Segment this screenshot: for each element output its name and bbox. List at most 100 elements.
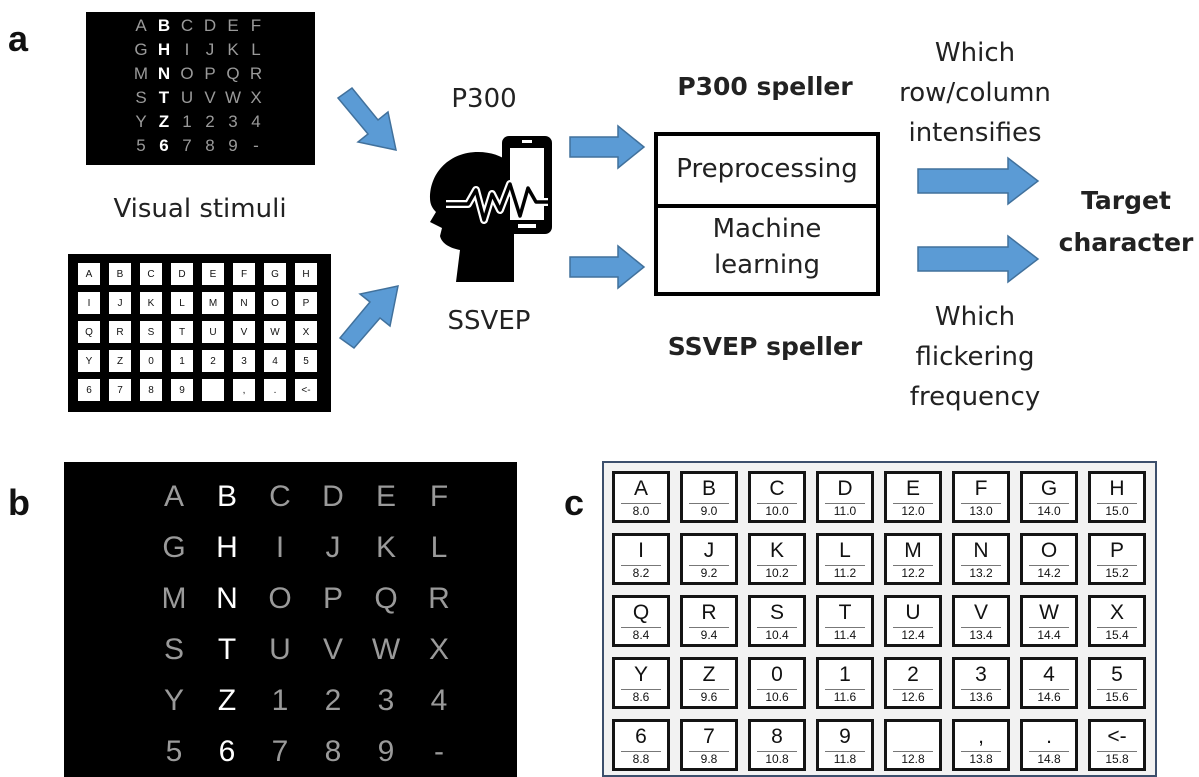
p300-large-letter: D xyxy=(322,480,344,513)
ssvep-key-frequency: 12.2 xyxy=(887,565,939,580)
ssvep-key-character: V xyxy=(973,601,988,624)
ssvep-small-key: A xyxy=(78,263,100,285)
p300-large-letter: K xyxy=(375,531,397,564)
ssvep-key-character: 3 xyxy=(975,663,987,686)
ssvep-key-frequency: 9.6 xyxy=(683,689,735,704)
p300-small-letter: X xyxy=(250,88,262,107)
ssvep-small-key: R xyxy=(109,321,131,343)
ssvep-key-character: E xyxy=(905,477,920,500)
p300-large-letter: B xyxy=(216,480,238,513)
ssvep-small-key: 2 xyxy=(202,350,224,372)
ssvep-key-character: M xyxy=(904,539,922,562)
which-freq-line2: flickering xyxy=(915,342,1035,372)
ssvep-key-character: K xyxy=(769,539,784,562)
p300-small-letter: E xyxy=(227,16,239,35)
p300-small-letter: O xyxy=(180,64,194,83)
p300-large-letter: F xyxy=(429,480,449,513)
p300-large-letter: 8 xyxy=(324,735,342,768)
ssvep-key-character: 8 xyxy=(771,725,783,748)
arrow-ml-to-target-p300 xyxy=(917,156,1040,206)
p300-small-letter: 8 xyxy=(205,136,215,155)
ssvep-key-frequency: 8.4 xyxy=(615,627,667,642)
ssvep-key-character: Q xyxy=(632,601,650,624)
p300-small-letter: Y xyxy=(135,112,147,131)
p300-small-letter: C xyxy=(180,16,194,35)
head-phone-ecg-icon xyxy=(430,136,552,282)
p300-large-letter: 2 xyxy=(324,684,342,717)
ssvep-key-character: 7 xyxy=(703,725,715,748)
ssvep-key: .14.8 xyxy=(1020,719,1078,771)
p300-small-letter: 7 xyxy=(182,136,192,155)
p300-large-letter: 1 xyxy=(271,684,289,717)
p300-large-letter: I xyxy=(275,531,285,564)
p300-small-letter: N xyxy=(157,64,171,83)
ssvep-small-key: N xyxy=(233,292,255,314)
ssvep-key-frequency: 10.0 xyxy=(751,503,803,518)
p300-small-letter: U xyxy=(180,88,194,107)
p300-large-letter: H xyxy=(216,531,238,564)
arrow-p300-to-head xyxy=(336,86,397,151)
ssvep-small-key: , xyxy=(233,379,255,401)
ssvep-key-frequency: 14.0 xyxy=(1023,503,1075,518)
ssvep-small-key: X xyxy=(295,321,317,343)
ssvep-small-key: F xyxy=(233,263,255,285)
ssvep-small-key: Z xyxy=(109,350,131,372)
ssvep-key-character: 5 xyxy=(1111,663,1123,686)
panel-label-a: a xyxy=(8,18,29,59)
ssvep-key-character: R xyxy=(701,601,717,624)
ssvep-key-character: 6 xyxy=(635,725,647,748)
p300-small-letter: D xyxy=(203,16,217,35)
ssvep-small-key: 0 xyxy=(140,350,162,372)
p300-large-letter: W xyxy=(371,633,401,666)
ssvep-key-character: C xyxy=(769,477,785,500)
p300-large-letter: 6 xyxy=(218,735,236,768)
ssvep-small-key: G xyxy=(264,263,286,285)
ssvep-key-frequency: 11.8 xyxy=(819,751,871,766)
p300-small-letter: 3 xyxy=(228,112,238,131)
ssvep-small-key: 4 xyxy=(264,350,286,372)
p300-small-letter: 5 xyxy=(136,136,146,155)
p300-small-letter: 2 xyxy=(205,112,215,131)
ssvep-key-frequency: 15.0 xyxy=(1091,503,1143,518)
p300-large-letter: M xyxy=(161,582,187,615)
arrow-ssvep-to-head xyxy=(338,285,399,350)
ssvep-small-key: U xyxy=(202,321,224,343)
ssvep-small-key: 6 xyxy=(78,379,100,401)
ssvep-small-key: M xyxy=(202,292,224,314)
ssvep-key-frequency: 11.6 xyxy=(819,689,871,704)
p300-small-letter: L xyxy=(251,40,261,59)
machine-learning-label-line2: learning xyxy=(713,250,821,280)
ssvep-small-key: 9 xyxy=(171,379,193,401)
ssvep-small-key: 1 xyxy=(171,350,193,372)
p300-large-letter: P xyxy=(322,582,344,615)
ssvep-key-character: P xyxy=(1109,539,1124,562)
ssvep-key-character: W xyxy=(1039,601,1059,624)
p300-small-letter: S xyxy=(135,88,147,107)
ssvep-small-key: T xyxy=(171,321,193,343)
ssvep-key-frequency: 12.6 xyxy=(887,689,939,704)
p300-label: P300 xyxy=(451,84,517,114)
which-rowcol-line2: row/column xyxy=(899,78,1051,108)
p300-small-letter: F xyxy=(250,16,262,35)
ssvep-key-character: 2 xyxy=(907,663,919,686)
ssvep-key: <-15.8 xyxy=(1088,719,1146,771)
ssvep-key-frequency: 9.2 xyxy=(683,565,735,580)
ssvep-small-key: C xyxy=(140,263,162,285)
p300-large-letter: J xyxy=(325,531,341,564)
visual-stimuli-label: Visual stimuli xyxy=(113,194,287,224)
ssvep-key-frequency: 10.6 xyxy=(751,689,803,704)
ssvep-key-character: O xyxy=(1040,539,1058,562)
p300-large-letter: Y xyxy=(163,684,185,717)
ssvep-key-character: , xyxy=(978,725,984,748)
